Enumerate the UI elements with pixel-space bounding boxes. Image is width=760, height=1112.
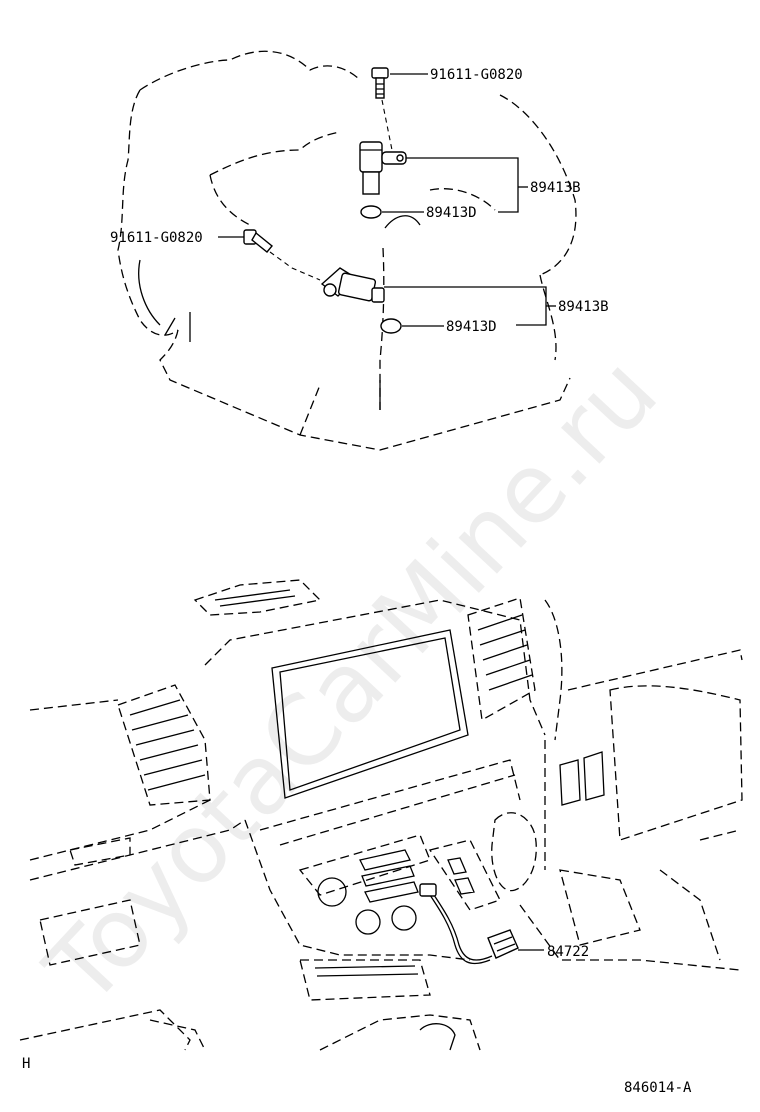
left-mark: H	[22, 1056, 30, 1072]
transmission-housing	[117, 50, 577, 451]
sensor-top-bracket	[406, 157, 519, 213]
dashboard-outline	[19, 579, 743, 1051]
bolt-left-label: 91611-G0820	[110, 230, 203, 246]
gasket-mid-label: 89413D	[446, 319, 497, 335]
bolt-left-icon	[243, 229, 273, 253]
gasket-mid-icon	[380, 318, 402, 334]
sensor-mid-label: 89413B	[558, 299, 609, 315]
wire-harness	[427, 891, 491, 965]
watermark: ToyotaCarMine.ru	[24, 336, 679, 1026]
speed-sensor-mid-icon	[320, 267, 385, 303]
bolt-left-guide	[269, 251, 321, 281]
gasket-top-icon	[360, 205, 382, 219]
bolt-top-label: 91611-G0820	[430, 67, 523, 83]
wire-harness-edge	[431, 891, 493, 961]
sensor-top-label: 89413B	[530, 180, 581, 196]
speed-sensor-top-icon	[359, 141, 407, 195]
bolt-top-guide	[381, 99, 393, 151]
connector-icon	[419, 883, 519, 959]
diagram-id: 846014-A	[624, 1080, 692, 1096]
bolt-top-icon	[371, 67, 389, 99]
connector-label: 84722	[547, 944, 589, 960]
gasket-top-label: 89413D	[426, 205, 477, 221]
